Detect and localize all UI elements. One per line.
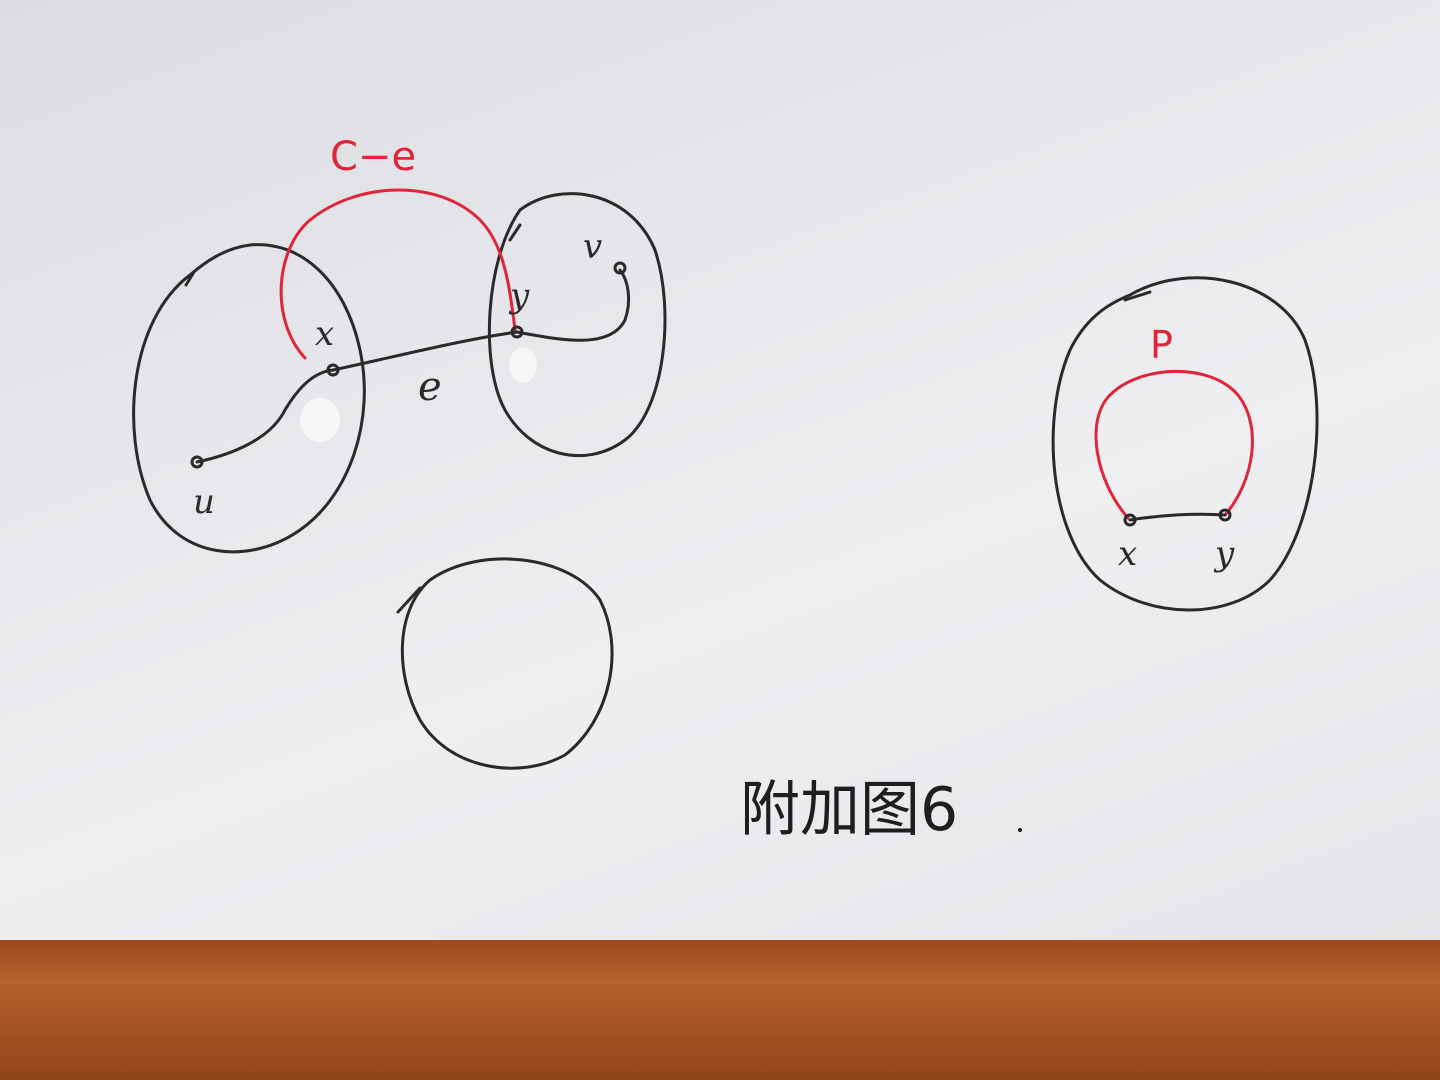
component-right-figure-tick [1123, 290, 1152, 302]
label-vertex-x-left: x [315, 314, 334, 354]
component-right-figure [1051, 276, 1319, 612]
vertex-v [613, 261, 627, 275]
path-p-arc [1094, 369, 1254, 520]
component-bottom [400, 557, 614, 770]
component-right-tick [508, 223, 522, 242]
component-bottom-tick [396, 586, 422, 614]
label-edge-e: e [418, 364, 442, 410]
vertex-x-right [1123, 513, 1137, 527]
vertex-y-left [510, 325, 524, 339]
figure-caption: 附加图6 [740, 775, 958, 845]
edge-e [331, 330, 519, 372]
caption-dot [1018, 828, 1022, 832]
paper-sheet [0, 0, 1440, 945]
component-left-tick [184, 270, 196, 287]
label-cycle-minus-edge: C−e [330, 134, 416, 180]
cycle-minus-edge-arc [279, 188, 517, 360]
path-u-to-x [195, 368, 335, 464]
path-y-to-v [515, 268, 631, 342]
component-left [132, 243, 366, 554]
label-path-p: P [1150, 323, 1173, 367]
label-vertex-y-right: y [1213, 534, 1235, 574]
edge-x-y-right [1128, 512, 1227, 522]
smudge-right [509, 347, 537, 383]
label-vertex-v: v [583, 227, 602, 267]
component-right [487, 192, 667, 457]
label-vertex-x-right: x [1118, 534, 1137, 574]
label-vertex-y-left: y [508, 276, 530, 316]
label-vertex-u: u [193, 482, 215, 522]
wooden-table [0, 940, 1440, 1080]
vertex-x-left [326, 363, 340, 377]
vertex-u [190, 455, 204, 469]
vertex-y-right [1218, 508, 1232, 522]
smudge-left [300, 398, 340, 442]
